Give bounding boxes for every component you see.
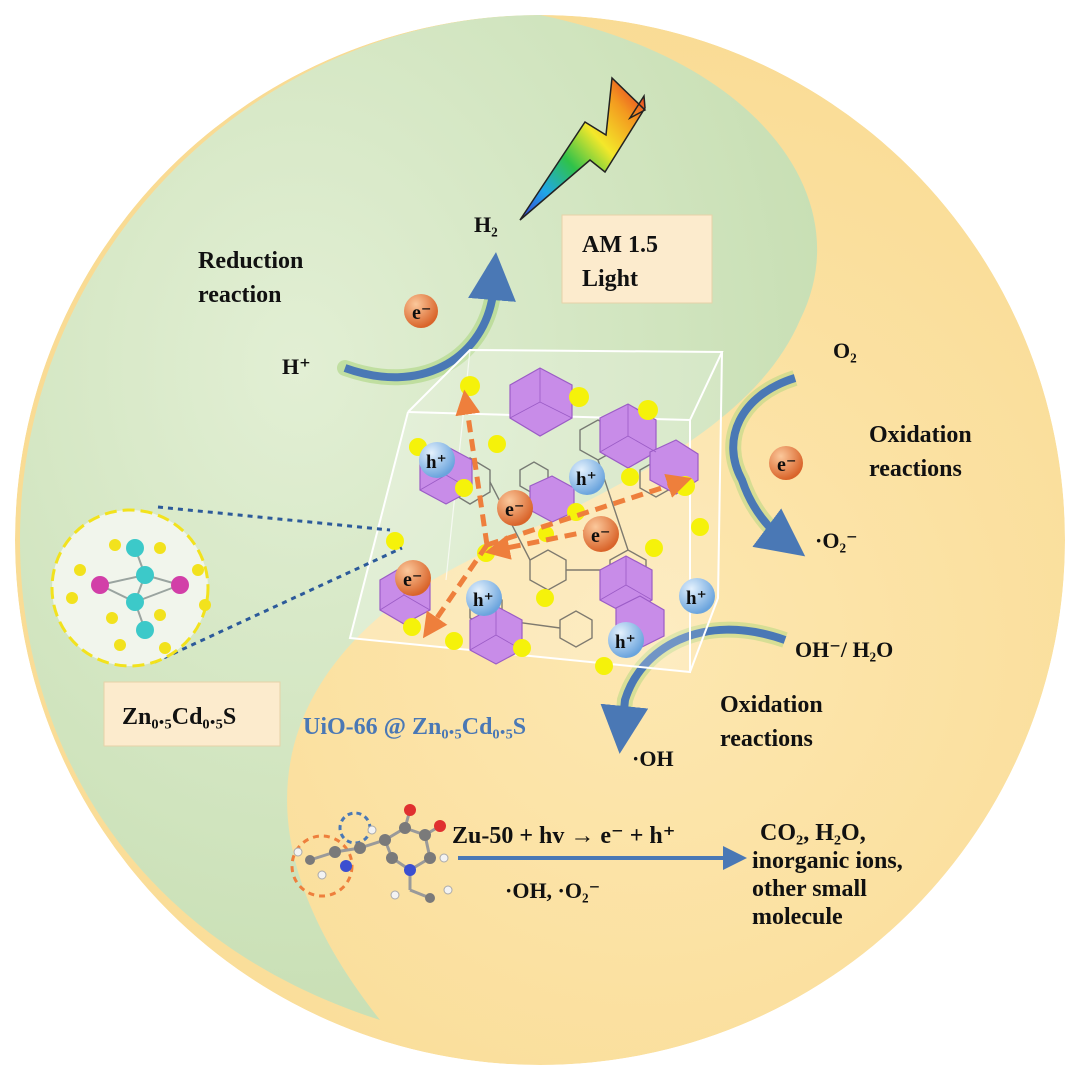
hole-label: h⁺ [473, 590, 494, 611]
h-plus-label: H⁺ [282, 354, 311, 379]
zncds-particle [595, 657, 613, 675]
oxidation-top-line2: reactions [869, 456, 962, 482]
hole-sphere [419, 442, 455, 478]
hole-label: h⁺ [576, 469, 597, 490]
zncds-particle [513, 639, 531, 657]
oxidation-top-line1: Oxidation [869, 422, 972, 448]
zncds-particle [638, 400, 658, 420]
hydroxyl-label: ·OH [632, 746, 674, 771]
light-label-line2: Light [582, 266, 638, 292]
hole-label: h⁺ [615, 632, 636, 653]
electron-label: e⁻ [505, 499, 524, 521]
zncds-particle [386, 532, 404, 550]
cube-electron-2: e⁻ [583, 516, 619, 552]
zncds-label: Zn₀.₅Cd₀.₅S [122, 704, 236, 730]
electron-sphere [583, 516, 619, 552]
transfer-arrow-center [484, 527, 596, 560]
inset-circle [50, 508, 210, 668]
electron-label: e⁻ [777, 454, 796, 476]
sulfur-atoms [66, 539, 211, 654]
zncds-particle [569, 387, 589, 407]
light-label-line1: AM 1.5 [582, 232, 658, 258]
zinc-atoms [126, 539, 154, 639]
transfer-arrow-right [486, 473, 692, 548]
zncds-particle [645, 539, 663, 557]
h2-label: H₂ [474, 212, 498, 237]
reduction-electron: e⁻ [404, 294, 438, 328]
products-line-1: CO₂, H₂O, [760, 820, 866, 846]
molecule-atoms [293, 804, 453, 903]
o2-label: O₂ [833, 338, 857, 363]
zncds-particle [460, 376, 480, 396]
electron-label: e⁻ [412, 302, 431, 324]
hole-sphere [679, 578, 715, 614]
reduction-label-line1: Reduction [198, 248, 303, 274]
light-label-box [561, 214, 713, 304]
electron-label: e⁻ [591, 525, 610, 547]
zu50-molecule [290, 804, 453, 903]
reduction-label-line2: reaction [198, 282, 282, 308]
cube-hole-5: h⁺ [608, 622, 644, 658]
products-line-4: molecule [752, 904, 843, 930]
hole-label: h⁺ [686, 588, 707, 609]
transfer-arrow-up [455, 389, 490, 546]
electron-sphere [497, 490, 533, 526]
zncds-label-box [103, 681, 281, 747]
oh-oxidation-arrow [600, 625, 787, 754]
products-line-2: inorganic ions, [752, 848, 903, 874]
hole-sphere [569, 459, 605, 495]
hole-label: h⁺ [426, 452, 447, 473]
zncds-particle [403, 618, 421, 636]
cadmium-atoms [91, 576, 189, 594]
cube-hole-3: h⁺ [466, 580, 502, 616]
o2-electron: e⁻ [769, 446, 803, 480]
cube-hole-4: h⁺ [679, 578, 715, 614]
uio66-composite-cube: e⁻ e⁻ e⁻ h⁺ h⁺ h⁺ h⁺ h⁺ [348, 348, 724, 675]
cube-hole-1: h⁺ [419, 442, 455, 478]
electron-sphere [769, 446, 803, 480]
oxidation-mid-line1: Oxidation [720, 692, 823, 718]
hole-sphere [466, 580, 502, 616]
oxidation-mid-line2: reactions [720, 726, 813, 752]
degradation-radicals: ·OH, ·O₂⁻ [505, 878, 600, 903]
zncds-particle [536, 589, 554, 607]
superoxide-label: ·O₂⁻ [815, 528, 858, 553]
degradation-products: CO₂, H₂O, inorganic ions, other small mo… [752, 820, 903, 930]
degradation-equation: Zu-50 + hv → e⁻ + h⁺ [452, 823, 675, 849]
light-bolt-icon [519, 76, 647, 221]
zncds-particle [445, 632, 463, 650]
cube-hole-2: h⁺ [569, 459, 605, 495]
zncds-particle [621, 468, 639, 486]
reduction-arrow [343, 252, 516, 382]
zncds-crystal-inset [50, 505, 403, 668]
cube-electron-1: e⁻ [497, 490, 533, 526]
products-line-3: other small [752, 876, 867, 902]
transfer-arrow-down-left [422, 543, 490, 639]
zncds-particle [488, 435, 506, 453]
inset-pointer-top [157, 505, 391, 532]
hole-sphere [608, 622, 644, 658]
zncds-particle [691, 518, 709, 536]
cube-electron-3: e⁻ [395, 560, 431, 596]
electron-sphere [404, 294, 438, 328]
electron-sphere [395, 560, 431, 596]
cube-edge-side [689, 351, 723, 673]
electron-label: e⁻ [403, 569, 422, 591]
o2-reduction-arrow [729, 374, 806, 557]
charge-transfer-arrows [422, 389, 692, 639]
composite-label: UiO-66 @ Zn₀.₅Cd₀.₅S [303, 714, 526, 740]
zncds-particle [455, 479, 473, 497]
zncds-particle [675, 476, 695, 496]
oh-h2o-label: OH⁻/ H₂O [795, 637, 893, 662]
